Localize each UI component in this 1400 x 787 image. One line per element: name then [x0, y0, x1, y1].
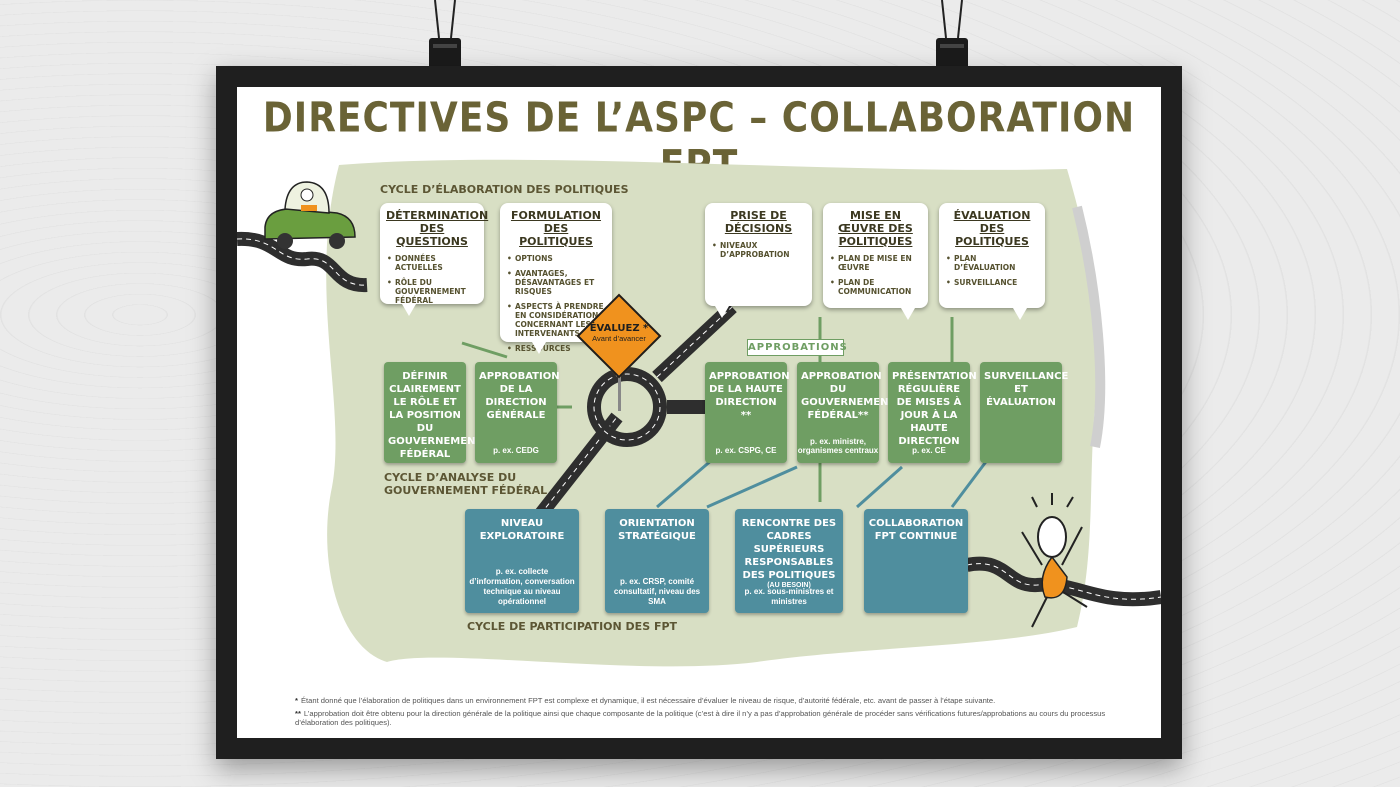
callout-item: PLAN D’ÉVALUATION: [946, 254, 1039, 272]
blue-box-strategic: ORIENTATION STRATÉGIQUE p. ex. CRSP, com…: [605, 509, 709, 613]
callout-title: FORMULATION DES POLITIQUES: [510, 209, 602, 248]
callout-tail: [532, 342, 546, 354]
policy-cycle-label: CYCLE D’ÉLABORATION DES POLITIQUES: [380, 183, 629, 196]
callout-tail: [901, 308, 915, 320]
callout-implementation: MISE EN ŒUVRE DES POLITIQUES PLAN DE MIS…: [823, 203, 928, 308]
gov-cycle-label: CYCLE D’ANALYSE DU GOUVERNEMENT FÉDÉRAL: [384, 471, 547, 497]
callout-title: ÉVALUATION DES POLITIQUES: [953, 209, 1031, 248]
green-box-title: SURVEILLANCE ET ÉVALUATION: [984, 371, 1069, 408]
green-box-federal-approval: APPROBATION DU GOUVERNEMENT FÉDÉRAL** p.…: [797, 362, 896, 463]
green-box-sub: p. ex. CE: [912, 446, 946, 455]
callout-item: SURVEILLANCE: [946, 278, 1039, 287]
runner-icon: [1021, 493, 1088, 628]
green-box-updates: PRÉSENTATION RÉGULIÈRE DE MISES À JOUR À…: [888, 362, 977, 463]
blue-box-title: COLLABORATION FPT CONTINUE: [868, 518, 964, 542]
gov-cycle-label-line1: CYCLE D’ANALYSE DU: [384, 471, 517, 484]
car-icon: [264, 181, 356, 249]
evaluate-sign-text: ÉVALUEZ * Avant d’avancer: [583, 323, 655, 343]
blue-box-note: (AU BESOIN): [767, 582, 811, 589]
callout-item: ASPECTS À PRENDRE EN CONSIDÉRATION CONCE…: [507, 302, 606, 338]
green-box-title: APPROBATION DE LA DIRECTION GÉNÉRALE: [479, 371, 560, 421]
callout-policy-formulation: FORMULATION DES POLITIQUES OPTIONS AVANT…: [500, 203, 612, 353]
callout-title: DÉTERMINATION DES QUESTIONS: [386, 209, 489, 248]
blue-box-title: NIVEAU EXPLORATOIRE: [479, 518, 565, 542]
footnote-text: L’approbation doit être obtenu pour la d…: [295, 709, 1106, 727]
callout-title: MISE EN ŒUVRE DES POLITIQUES: [838, 209, 913, 248]
callout-tail: [402, 304, 416, 316]
sign-title: ÉVALUEZ *: [589, 323, 649, 334]
blue-box-sub: p. ex. CRSP, comité consultatif, niveau …: [613, 577, 701, 606]
green-box-senior-approval: APPROBATION DE LA HAUTE DIRECTION ** p. …: [705, 362, 790, 463]
callout-tail: [715, 306, 729, 318]
footnote-1: *Étant donné que l’élaboration de politi…: [295, 696, 1115, 705]
blue-box-senior-meeting: RENCONTRE DES CADRES SUPÉRIEURS RESPONSA…: [735, 509, 843, 613]
callout-tail: [1013, 308, 1027, 320]
footnote-mark: *: [295, 696, 298, 705]
gov-cycle-label-line2: GOUVERNEMENT FÉDÉRAL: [384, 484, 548, 497]
green-box-define-role: DÉFINIR CLAIREMENT LE RÔLE ET LA POSITIO…: [384, 362, 483, 463]
green-box-sub: p. ex. CSPG, CE: [715, 446, 777, 455]
green-box-sub: p. ex. ministre, organismes centraux: [797, 437, 879, 455]
callout-item: AVANTAGES, DÉSAVANTAGES ET RISQUES: [507, 269, 606, 296]
blue-box-sub: p. ex. collecte d’information, conversat…: [469, 567, 575, 606]
green-box-title: APPROBATION DU GOUVERNEMENT FÉDÉRAL**: [801, 371, 896, 421]
green-box-sub: p. ex. CEDG: [493, 446, 539, 455]
callout-issue-identification: DÉTERMINATION DES QUESTIONS DONNÉES ACTU…: [380, 203, 489, 305]
blue-box-exploratory: NIVEAU EXPLORATOIRE p. ex. collecte d’in…: [465, 509, 579, 613]
footnote-2: **L’approbation doit être obtenu pour la…: [295, 709, 1115, 727]
callout-decision-making: PRISE DE DÉCISIONS NIVEAUX D’APPROBATION: [705, 203, 812, 306]
green-box-title: PRÉSENTATION RÉGULIÈRE DE MISES À JOUR À…: [892, 371, 977, 447]
green-box-title: APPROBATION DE LA HAUTE DIRECTION **: [709, 371, 790, 421]
green-box-monitoring: SURVEILLANCE ET ÉVALUATION: [980, 362, 1069, 463]
callout-item: OPTIONS: [507, 254, 606, 263]
blue-box-sub: p. ex. sous-ministres et ministres: [744, 587, 834, 606]
callout-item: DONNÉES ACTUELLES: [387, 254, 478, 272]
sign-sub: Avant d’avancer: [592, 334, 646, 343]
fpt-cycle-label: CYCLE DE PARTICIPATION DES FPT: [467, 620, 678, 633]
footnote-text: Étant donné que l’élaboration de politiq…: [300, 696, 996, 705]
green-box-branch-approval: APPROBATION DE LA DIRECTION GÉNÉRALE p. …: [475, 362, 560, 463]
callout-item: NIVEAUX D’APPROBATION: [712, 241, 806, 259]
poster: DIRECTIVES DE L’ASPC – COLLABORATION FPT: [237, 87, 1161, 738]
callout-evaluation: ÉVALUATION DES POLITIQUES PLAN D’ÉVALUAT…: [939, 203, 1045, 308]
green-box-title: DÉFINIR CLAIREMENT LE RÔLE ET LA POSITIO…: [388, 371, 483, 460]
callout-title: PRISE DE DÉCISIONS: [724, 209, 793, 235]
approbations-label: APPROBATIONS: [747, 339, 847, 356]
blue-box-ongoing-collaboration: COLLABORATION FPT CONTINUE: [864, 509, 968, 613]
footnote-mark: **: [295, 709, 301, 718]
callout-item: RÔLE DU GOUVERNEMENT FÉDÉRAL: [387, 278, 478, 305]
sign-post: [618, 375, 621, 411]
blue-box-title: RENCONTRE DES CADRES SUPÉRIEURS RESPONSA…: [741, 518, 837, 581]
callout-item: PLAN DE MISE EN ŒUVRE: [830, 254, 922, 272]
blue-box-title: ORIENTATION STRATÉGIQUE: [618, 518, 696, 542]
callout-item: PLAN DE COMMUNICATION: [830, 278, 922, 296]
